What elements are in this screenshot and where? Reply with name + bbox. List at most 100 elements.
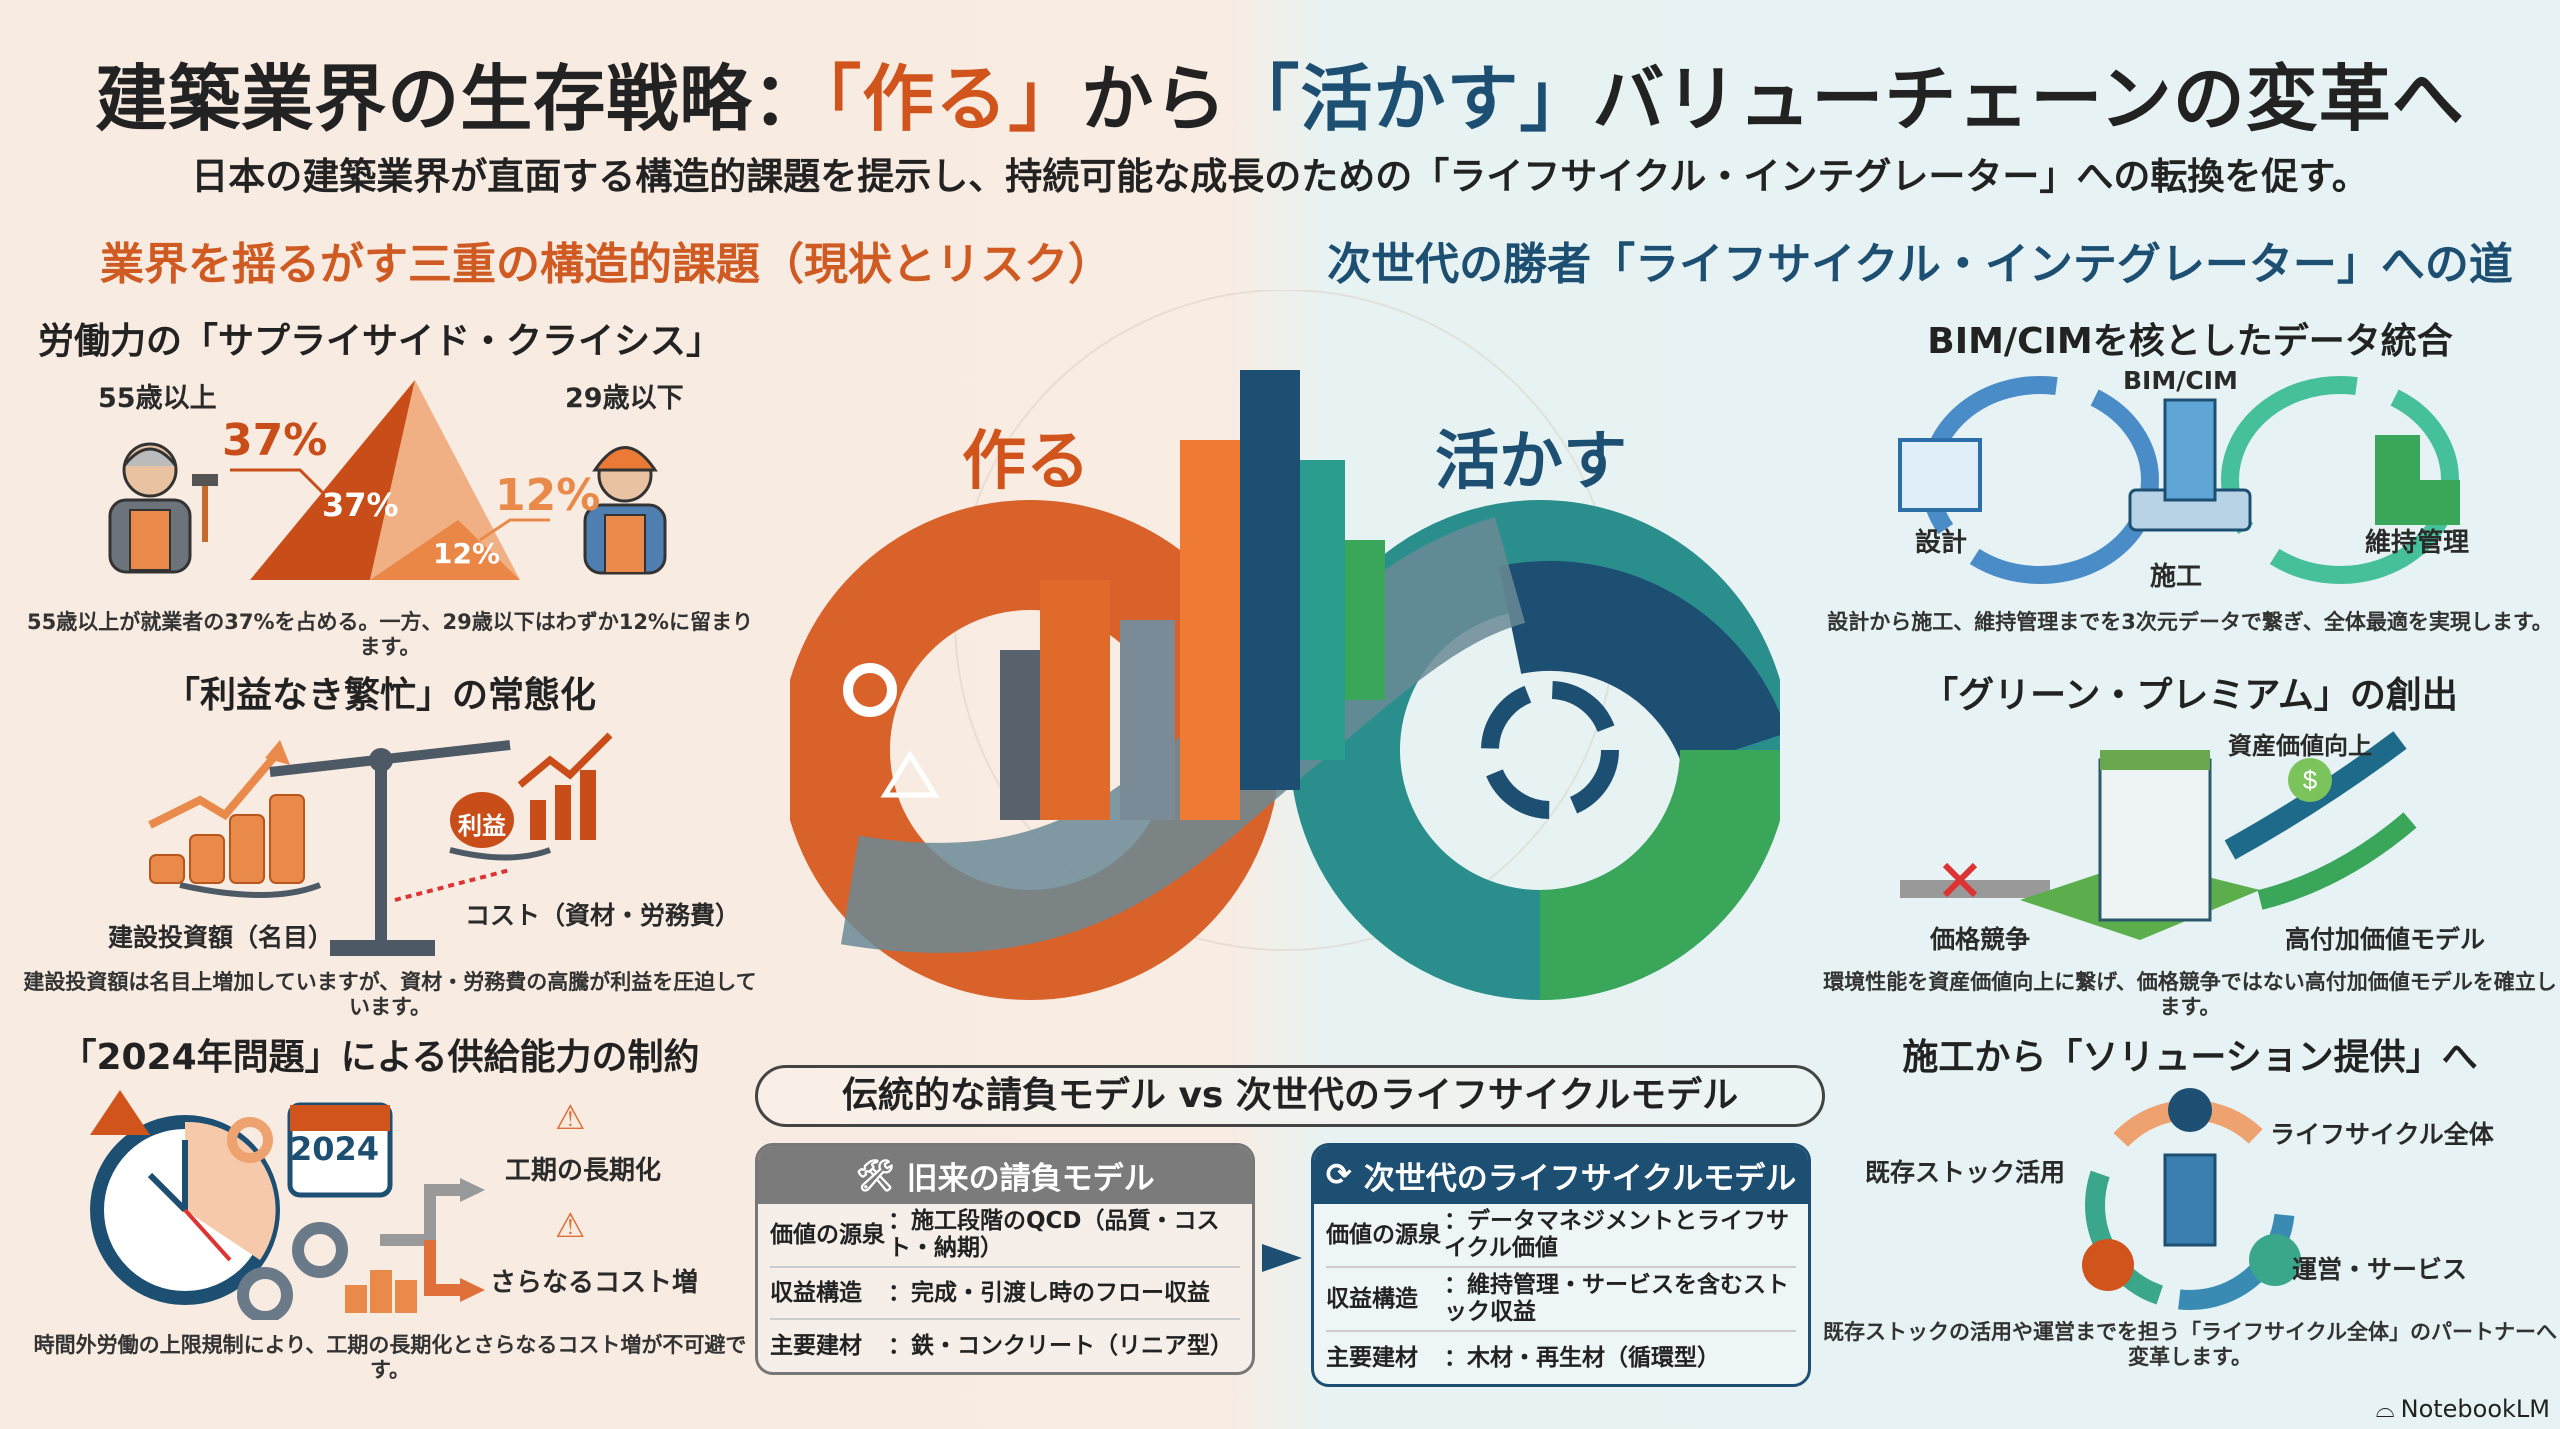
effect-delay: 工期の長期化 [505, 1156, 662, 1186]
younger-worker-icon [583, 446, 667, 575]
right-section-heading: 次世代の勝者「ライフサイクル・インテグレーター」への道 [1327, 239, 2513, 290]
green-premium-illustration: $ [1900, 731, 2417, 940]
dollar-icon [2288, 758, 2332, 802]
y2024-caption: 時間外労働の上限規制により、工期の長期化とさらなるコスト増が不可避です。 [33, 1333, 747, 1382]
gear-icon [237, 1267, 293, 1320]
svg-text:$: $ [2303, 765, 2318, 795]
pyramid-younger-segment [370, 520, 520, 580]
pyramid-older-segment [250, 380, 415, 580]
rising-arrow-icon [148, 747, 284, 829]
younger-pct-callout: 12% [495, 470, 601, 521]
older-pct-callout: 37% [222, 415, 328, 466]
service-icon [2249, 1234, 2301, 1286]
new-model-card: ⟳ 次世代のライフサイクルモデル 価値の源泉：データマネジメントとライフサイクル価… [1311, 1143, 1811, 1387]
asset-value-label: 資産価値向上 [2228, 732, 2372, 760]
ops-label: 運営・サービス [2292, 1255, 2468, 1284]
green-building-icon [2098, 758, 2212, 922]
profit-bag-label: 利益 [458, 812, 506, 840]
calendar-year: 2024 [290, 1130, 380, 1168]
profit-caption: 建設投資額は名目上増加していますが、資材・労務費の高騰が利益を圧迫しています。 [23, 970, 757, 1019]
labor-caption: 55歳以上が就業者の37%を占める。一方、29歳以下はわずか12%に留まります。 [27, 610, 753, 659]
page-title: 建築業界の生存戦略：「作る」から「活かす」バリューチェーンの変革へ [0, 40, 2560, 145]
older-pct-inside: 37% [322, 486, 399, 524]
row-key: 収益構造 [770, 1279, 862, 1306]
table-row: 価値の源泉：施工段階のQCD（品質・コスト・納期） [770, 1204, 1240, 1268]
row-key: 主要建材 [770, 1332, 862, 1359]
left-section-heading: 業界を揺るがす三重の構造的課題（現状とリスク） [100, 239, 1112, 290]
notebooklm-logo: ⌓NotebookLM [2376, 1395, 2550, 1423]
warning-icon [880, 750, 940, 798]
row-value: ：施工段階のQCD（品質・コスト・納期） [888, 1208, 1220, 1261]
row-key: 価値の源泉 [770, 1221, 885, 1248]
balance-scale-illustration [148, 732, 613, 956]
gear-icon [292, 1222, 348, 1278]
title-mid: から [1081, 57, 1228, 141]
coin-stacks-icon [149, 794, 305, 884]
warning-icon: ⚠ [555, 1098, 586, 1138]
building-icon [2163, 1153, 2217, 1247]
profit-title: 「利益なき繁忙」の常態化 [163, 675, 596, 716]
bim-building-icon [2128, 398, 2252, 532]
row-key: 収益構造 [1326, 1285, 1418, 1312]
build-label: 施工 [2150, 562, 2203, 592]
maintain-label: 維持管理 [2365, 528, 2470, 558]
old-model-title: 旧来の請負モデル [906, 1160, 1155, 1197]
new-model-title: 次世代のライフサイクルモデル [1363, 1160, 1797, 1197]
bim-core-label: BIM/CIM [2123, 366, 2238, 395]
price-competition-label: 価格競争 [1930, 925, 2031, 954]
table-row: 収益構造 ：維持管理・サービスを含むストック収益 [1326, 1268, 1796, 1332]
stock-icon [2082, 1239, 2134, 1291]
stock-label: 既存ストック活用 [1865, 1158, 2066, 1187]
row-value: ：完成・引渡し時のフロー収益 [888, 1279, 1210, 1306]
blueprint-icon [1898, 438, 1982, 512]
row-value: ：木材・再生材（循環型） [1444, 1344, 1720, 1371]
younger-label: 29歳以下 [565, 383, 684, 414]
premium-arrow [2257, 812, 2417, 910]
solution-title: 施工から「ソリューション提供」へ [1902, 1037, 2478, 1078]
title-make: 「作る」 [825, 57, 1082, 141]
clock-calendar-illustration [90, 1090, 485, 1320]
use-label: 活かす [1435, 425, 1627, 499]
subtitle: 日本の建築業界が直面する構造的課題を提示し、持続可能な成長のための「ライフサイク… [191, 155, 2369, 198]
green-title: 「グリーン・プレミアム」の創出 [1922, 675, 2458, 716]
bim-caption: 設計から施工、維持管理までを3次元データで繋ぎ、全体最適を実現します。 [1827, 610, 2553, 634]
warning-icon [90, 1090, 150, 1135]
labor-title: 労働力の「サプライサイド・クライシス」 [37, 321, 722, 362]
gear-icon [227, 1117, 273, 1163]
old-model-card: 🛠旧来の請負モデル 価値の源泉：施工段階のQCD（品質・コスト・納期） 収益構造… [755, 1143, 1255, 1375]
make-label: 作る [962, 425, 1090, 499]
gear-icon [843, 663, 897, 717]
cycle-icon [1481, 681, 1619, 819]
design-label: 設計 [1915, 528, 1968, 558]
arrow-right-icon [1262, 1244, 1302, 1272]
row-value: ：データマネジメントとライフサイクル価値 [1444, 1208, 1789, 1261]
y2024-title: 「2024年問題」による供給能力の制約 [60, 1037, 700, 1078]
brand-name: NotebookLM [2400, 1395, 2550, 1423]
rising-cost-bars-icon [530, 770, 596, 840]
person-icon [2168, 1088, 2212, 1132]
effect-cost: さらなるコスト増 [490, 1268, 699, 1298]
older-worker-icon [108, 442, 218, 574]
profit-bag-icon [450, 792, 514, 848]
row-value: ：維持管理・サービスを含むストック収益 [1444, 1272, 1789, 1325]
row-key: 価値の源泉 [1326, 1221, 1441, 1248]
bim-integration-diagram [1898, 376, 2460, 584]
comparison-banner: 伝統的な請負モデル vs 次世代のライフサイクルモデル [755, 1065, 1825, 1127]
table-row: 主要建材 ：鉄・コンクリート（リニア型） [770, 1320, 1240, 1372]
lifecycle-label: ライフサイクル全体 [2270, 1120, 2494, 1149]
cycle-icon: ⟳ [1325, 1157, 1352, 1193]
cross-icon [1942, 862, 1978, 898]
row-value: ：鉄・コンクリート（リニア型） [888, 1332, 1233, 1359]
row-key: 主要建材 [1326, 1344, 1418, 1371]
table-row: 収益構造 ：完成・引渡し時のフロー収益 [770, 1268, 1240, 1320]
table-row: 主要建材 ：木材・再生材（循環型） [1326, 1332, 1796, 1384]
warning-icon: ⚠ [555, 1206, 586, 1246]
pyramid-middle-segment [370, 380, 520, 580]
solution-caption: 既存ストックの活用や運営までを担う「ライフサイクル全体」のパートナーへ変革します… [1823, 1320, 2557, 1369]
invest-label: 建設投資額（名目） [108, 923, 334, 952]
title-prefix: 建築業界の生存戦略： [95, 57, 826, 141]
maintenance-building-icon [2375, 435, 2460, 525]
blocks-icon [345, 1270, 417, 1313]
title-use: 「活かす」 [1227, 57, 1593, 141]
city-buildings-icon [1000, 370, 1385, 820]
